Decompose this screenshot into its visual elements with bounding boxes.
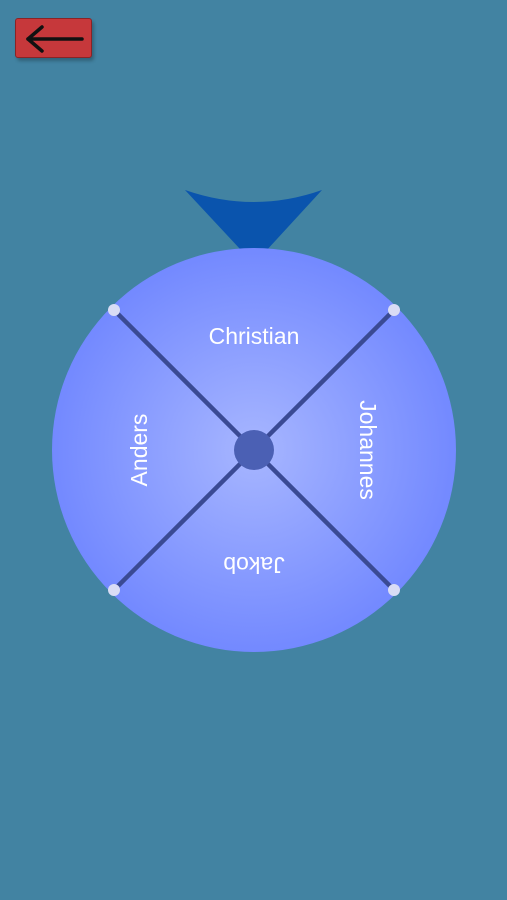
pointer-triangle-icon: [185, 190, 322, 264]
divider-end-dot: [108, 584, 120, 596]
divider-end-dot: [108, 304, 120, 316]
segment-label-bottom: Jakob: [223, 552, 284, 578]
wheel-hub: [234, 430, 274, 470]
segment-label-top: Christian: [209, 323, 300, 349]
arrow-left-icon: [26, 25, 84, 53]
divider-end-dot: [388, 304, 400, 316]
segment-label-right: Johannes: [355, 400, 381, 500]
back-button[interactable]: [15, 18, 92, 58]
segment-label-left: Anders: [126, 414, 152, 487]
divider-end-dot: [388, 584, 400, 596]
